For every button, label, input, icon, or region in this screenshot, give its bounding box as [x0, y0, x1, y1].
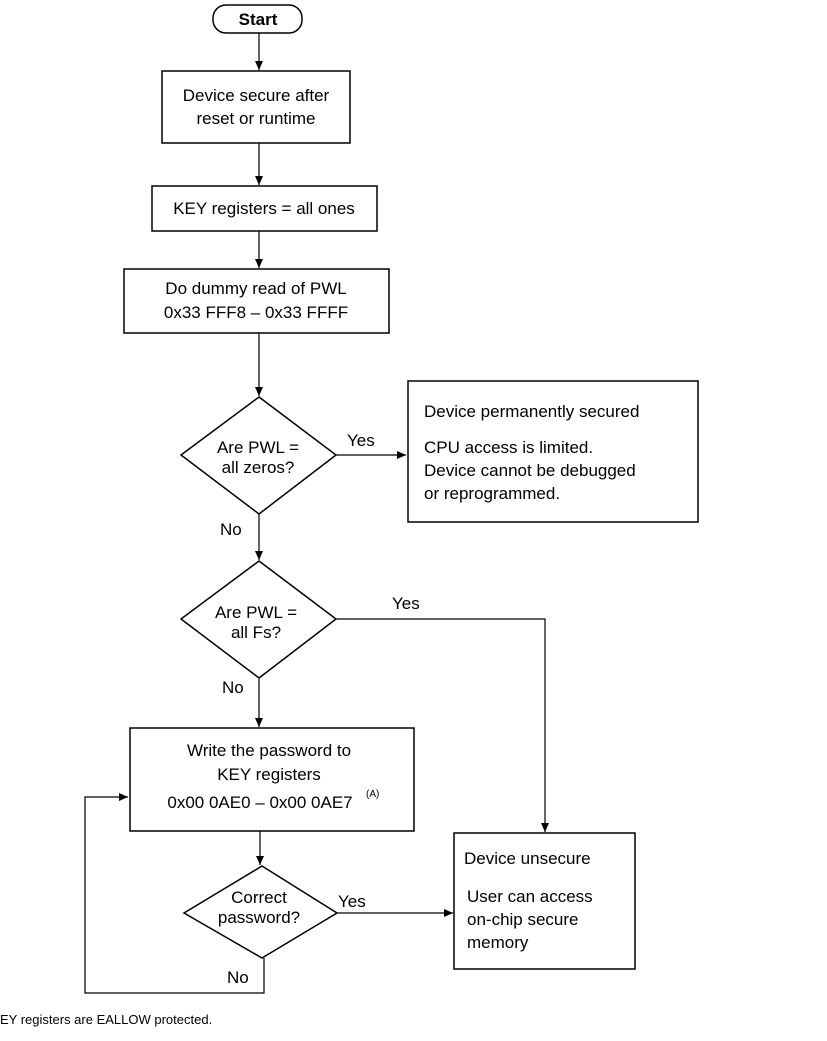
- process-device-secure-line1: Device secure after: [183, 86, 330, 105]
- decision-correct-password: Correct password?: [182, 865, 339, 959]
- box-device-unsecure-line1: User can access: [467, 887, 593, 906]
- decision-correct-password-no-label: No: [227, 968, 249, 987]
- process-dummy-read-line1: Do dummy read of PWL: [165, 279, 346, 298]
- footnote-reference: (A): [366, 789, 379, 800]
- decision-correct-password-line2: password?: [218, 908, 300, 927]
- decision-pwl-zeros-yes-label: Yes: [347, 431, 375, 450]
- decision-correct-password-yes-label: Yes: [338, 892, 366, 911]
- decision-pwl-zeros-line2: all zeros?: [222, 458, 295, 477]
- decision-pwl-zeros: Are PWL = all zeros?: [179, 396, 338, 515]
- process-key-all-ones: KEY registers = all ones: [151, 185, 378, 232]
- box-permanently-secured: Device permanently secured CPU access is…: [407, 380, 699, 523]
- process-device-secure: Device secure after reset or runtime: [161, 70, 351, 144]
- decision-pwl-zeros-line1: Are PWL =: [217, 438, 299, 457]
- box-permanently-secured-line2: Device cannot be debugged: [424, 461, 636, 480]
- box-permanently-secured-title: Device permanently secured: [424, 402, 639, 421]
- start-terminal: Start: [212, 4, 303, 34]
- decision-pwl-fs-yes-label: Yes: [392, 594, 420, 613]
- decision-pwl-fs-no-label: No: [222, 678, 244, 697]
- connector-password-no-loop: [84, 793, 265, 994]
- decision-pwl-fs-line1: Are PWL =: [215, 603, 297, 622]
- decision-pwl-fs-line2: all Fs?: [231, 623, 281, 642]
- process-key-all-ones-label: KEY registers = all ones: [173, 199, 355, 218]
- box-device-unsecure-title: Device unsecure: [464, 849, 591, 868]
- process-write-password-line2: KEY registers: [217, 765, 321, 784]
- decision-pwl-fs: Are PWL = all Fs?: [179, 560, 338, 679]
- process-write-password: Write the password to KEY registers 0x00…: [129, 727, 415, 832]
- process-dummy-read: Do dummy read of PWL 0x33 FFF8 – 0x33 FF…: [123, 268, 390, 334]
- box-permanently-secured-line3: or reprogrammed.: [424, 484, 560, 503]
- process-write-password-line3: 0x00 0AE0 – 0x00 0AE7: [167, 793, 352, 812]
- box-device-unsecure: Device unsecure User can access on-chip …: [453, 832, 636, 970]
- process-write-password-line1: Write the password to: [187, 741, 351, 760]
- process-device-secure-line2: reset or runtime: [196, 109, 315, 128]
- connector-fs-yes: [335, 618, 549, 832]
- box-device-unsecure-line2: on-chip secure: [467, 910, 579, 929]
- start-label: Start: [239, 10, 278, 29]
- footnote: EY registers are EALLOW protected.: [0, 1012, 212, 1027]
- box-device-unsecure-line3: memory: [467, 933, 529, 952]
- decision-pwl-zeros-no-label: No: [220, 520, 242, 539]
- box-permanently-secured-line1: CPU access is limited.: [424, 438, 593, 457]
- process-dummy-read-line2: 0x33 FFF8 – 0x33 FFFF: [164, 303, 348, 322]
- decision-correct-password-line1: Correct: [231, 888, 287, 907]
